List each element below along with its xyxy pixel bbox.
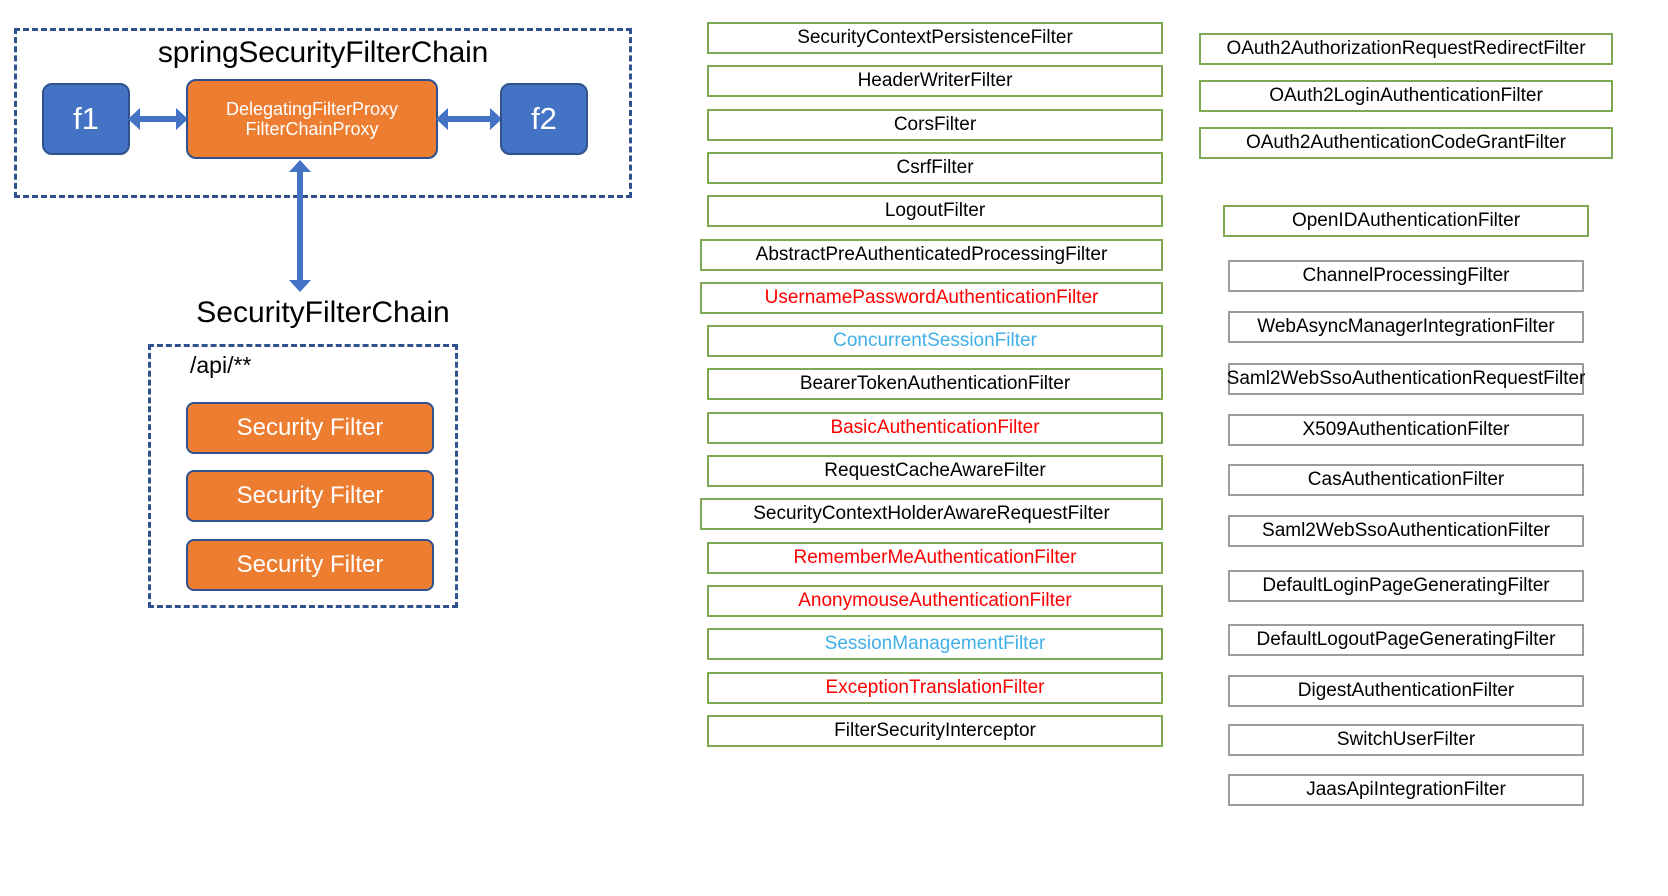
arrow-shaft [297,170,303,282]
filter-chip[interactable]: OAuth2LoginAuthenticationFilter [1199,80,1613,112]
filter-chip[interactable]: ChannelProcessingFilter [1228,260,1584,292]
filter-chip[interactable]: SecurityContextPersistenceFilter [707,22,1163,54]
arrow-head-right-icon [176,108,188,130]
proxy-label-line-2: FilterChainProxy [245,119,379,139]
filter-chip[interactable]: CorsFilter [707,108,1163,141]
arrow-shaft [137,116,179,122]
architecture-panel: springSecurityFilterChain f1 DelegatingF… [0,0,660,896]
security-filter-item[interactable]: Security Filter [186,539,434,591]
security-filter-item[interactable]: Security Filter [186,470,434,522]
filter-chip[interactable]: SwitchUserFilter [1228,724,1584,756]
filter-chip[interactable]: BasicAuthenticationFilter [707,411,1163,444]
filter-chip[interactable]: OAuth2AuthenticationCodeGrantFilter [1199,127,1613,159]
filter-chip[interactable]: DefaultLoginPageGeneratingFilter [1228,570,1584,602]
filter-chip[interactable]: Saml2WebSsoAuthenticationRequestFilter [1227,363,1585,395]
filter-chip[interactable]: ConcurrentSessionFilter [707,325,1163,358]
arrow-f1-to-proxy-icon [128,108,188,130]
node-f1[interactable]: f1 [42,83,130,155]
filter-chip[interactable]: OpenIDAuthenticationFilter [1223,205,1589,237]
filter-chip[interactable]: RememberMeAuthenticationFilter [707,541,1163,574]
filter-chip[interactable]: ExceptionTranslationFilter [707,671,1163,704]
filter-chip[interactable]: FilterSecurityInterceptor [707,714,1163,747]
filter-chip[interactable]: BearerTokenAuthenticationFilter [707,368,1163,401]
filter-chip[interactable]: HeaderWriterFilter [707,65,1163,98]
arrow-proxy-to-f2-icon [436,108,502,130]
filter-chip[interactable]: SessionManagementFilter [707,628,1163,661]
arrow-head-left-icon [436,108,448,130]
filter-chip[interactable]: CasAuthenticationFilter [1228,464,1584,496]
filter-chip[interactable]: WebAsyncManagerIntegrationFilter [1228,311,1584,343]
node-delegating-filter-proxy[interactable]: DelegatingFilterProxy FilterChainProxy [186,79,438,159]
filter-chip[interactable]: AbstractPreAuthenticatedProcessingFilter [700,238,1163,271]
filter-chip[interactable]: DefaultLogoutPageGeneratingFilter [1228,624,1584,656]
arrow-head-right-icon [490,108,502,130]
filter-chip[interactable]: JaasApiIntegrationFilter [1228,774,1584,806]
arrow-head-down-icon [289,280,311,292]
arrow-shaft [445,116,493,122]
filter-chip[interactable]: OAuth2AuthorizationRequestRedirectFilter [1199,33,1613,65]
filter-chip[interactable]: CsrfFilter [707,151,1163,184]
filter-chip[interactable]: AnonymouseAuthenticationFilter [707,584,1163,617]
filter-chip[interactable]: Saml2WebSsoAuthenticationFilter [1228,515,1584,547]
filter-chip[interactable]: LogoutFilter [707,195,1163,228]
security-filter-chain-title: SecurityFilterChain [196,296,450,329]
filter-chip[interactable]: DigestAuthenticationFilter [1228,675,1584,707]
filter-chip[interactable]: RequestCacheAwareFilter [707,455,1163,487]
node-f2[interactable]: f2 [500,83,588,155]
security-filter-item[interactable]: Security Filter [186,402,434,454]
api-path-pattern-label: /api/** [190,352,252,378]
arrow-proxy-to-security-filter-chain-icon [289,160,311,292]
filter-chip[interactable]: SecurityContextHolderAwareRequestFilter [700,498,1163,531]
filter-chip[interactable]: UsernamePasswordAuthenticationFilter [700,281,1163,314]
filter-chip[interactable]: X509AuthenticationFilter [1228,414,1584,446]
arrow-head-left-icon [128,108,140,130]
arrow-head-up-icon [289,160,311,172]
proxy-label-line-1: DelegatingFilterProxy [225,98,399,119]
spring-security-filter-chain-title: springSecurityFilterChain [157,36,489,69]
